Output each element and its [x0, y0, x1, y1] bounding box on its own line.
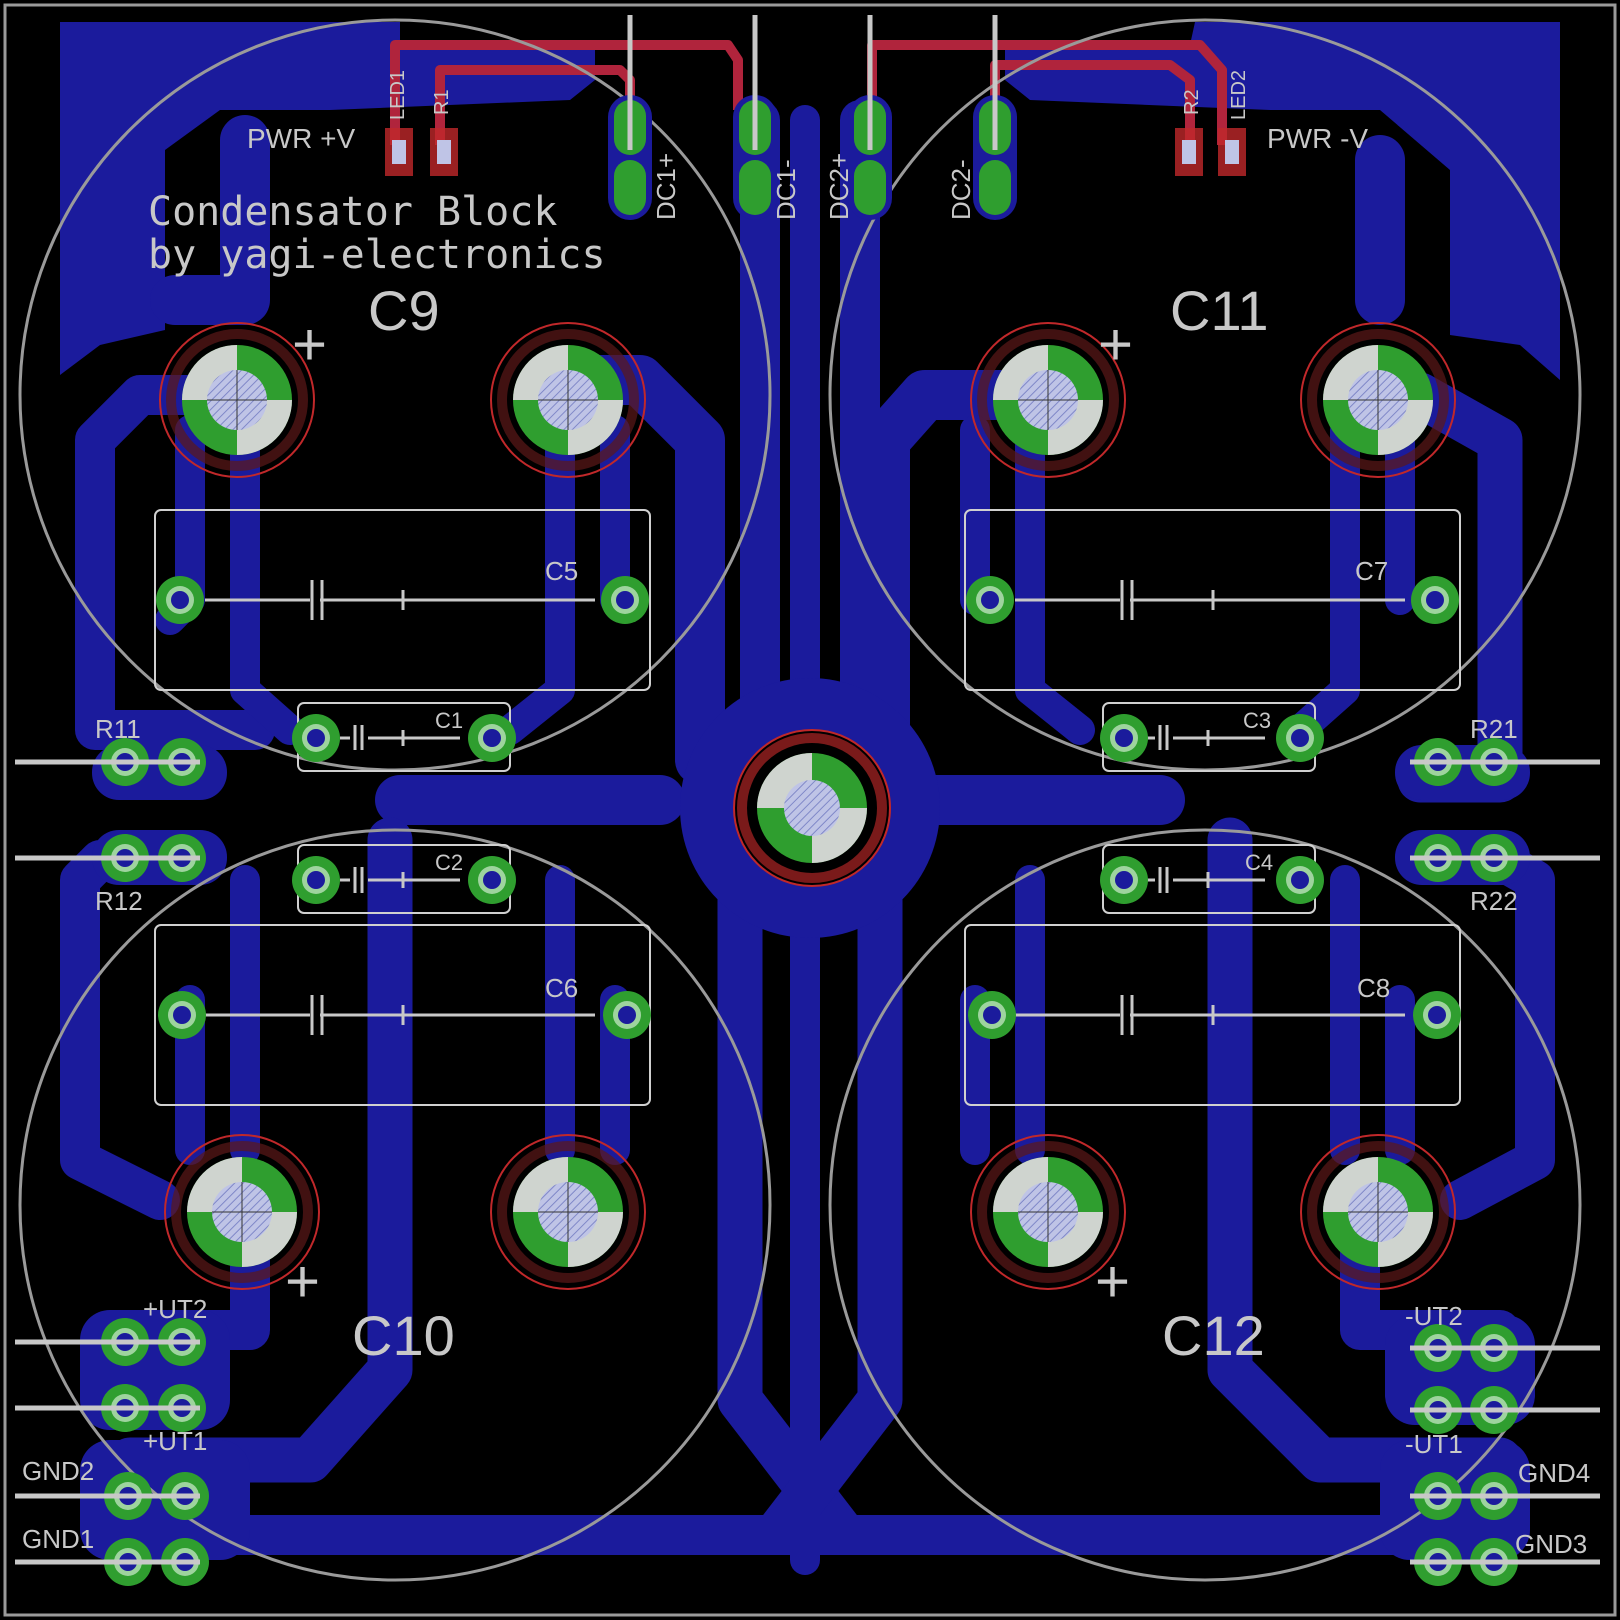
- center-mounting-hole: [733, 729, 891, 887]
- small-pad: [966, 576, 1014, 624]
- small-pad: [292, 714, 340, 762]
- label-dc1m: DC1-: [771, 159, 801, 220]
- small-pad: [1276, 856, 1324, 904]
- large-cap-pad: [164, 1134, 320, 1290]
- large-cap-pad: [970, 1134, 1126, 1290]
- label-c2: C2: [435, 850, 463, 875]
- small-pad: [468, 714, 516, 762]
- small-pad: [156, 576, 204, 624]
- label-gnd2: GND2: [22, 1456, 94, 1486]
- label-dc1p: DC1+: [651, 153, 681, 220]
- wire-leads: [15, 15, 1600, 1565]
- label-c5: C5: [545, 556, 578, 586]
- large-cap-pads: [159, 322, 1456, 1290]
- silkscreen-labels: Condensator Block by yagi-electronics PW…: [22, 70, 1590, 1559]
- plus-c9: +: [292, 311, 327, 378]
- copper-pour-top-left: [60, 22, 595, 375]
- label-r11: R11: [95, 714, 141, 744]
- plus-c12: +: [1095, 1248, 1130, 1315]
- label-c6: C6: [545, 973, 578, 1003]
- label-c7: C7: [1355, 556, 1388, 586]
- label-c9: C9: [368, 279, 440, 342]
- label-pwr-neg: PWR -V: [1267, 123, 1368, 154]
- small-pad: [1413, 991, 1461, 1039]
- plus-c10: +: [285, 1248, 320, 1315]
- dc-pad: [608, 95, 652, 220]
- small-pad: [1100, 714, 1148, 762]
- label-led2: LED2: [1228, 70, 1250, 120]
- small-pad: [1100, 856, 1148, 904]
- cap-symbols: [205, 580, 1405, 1035]
- label-dc2p: DC2+: [824, 153, 854, 220]
- label-c10: C10: [352, 1304, 455, 1367]
- large-cap-pad: [490, 322, 646, 478]
- label-led1: LED1: [387, 70, 409, 120]
- large-cap-pad: [490, 1134, 646, 1290]
- label-ut2p: +UT2: [143, 1294, 207, 1324]
- small-pad: [1411, 576, 1459, 624]
- label-r2: R2: [1181, 89, 1203, 115]
- large-cap-pad: [1300, 1134, 1456, 1290]
- dc-pad: [848, 95, 892, 220]
- copper-pour-top-right: [1005, 22, 1560, 380]
- small-pad: [968, 991, 1016, 1039]
- small-pad: [292, 856, 340, 904]
- small-pad: [158, 991, 206, 1039]
- label-r12: R12: [95, 886, 143, 916]
- small-pad: [603, 991, 651, 1039]
- label-c4: C4: [1245, 850, 1273, 875]
- label-c8: C8: [1357, 973, 1390, 1003]
- dc-pad: [973, 95, 1017, 220]
- label-gnd3: GND3: [1515, 1529, 1587, 1559]
- label-r22: R22: [1470, 886, 1518, 916]
- title-line-2: by yagi-electronics: [148, 232, 606, 278]
- smd-pads: [385, 128, 1246, 176]
- label-gnd4: GND4: [1518, 1458, 1590, 1488]
- large-cap-pad: [970, 322, 1126, 478]
- label-c3: C3: [1243, 708, 1271, 733]
- label-c11: C11: [1170, 279, 1269, 342]
- label-r1: R1: [431, 89, 453, 115]
- title-line-1: Condensator Block: [148, 189, 557, 235]
- large-cap-pad: [1300, 322, 1456, 478]
- label-ut2m: -UT2: [1405, 1301, 1463, 1331]
- dc-pad: [733, 95, 777, 220]
- label-c1: C1: [435, 708, 463, 733]
- label-ut1p: +UT1: [143, 1426, 207, 1456]
- board-outline: [3, 3, 1617, 1617]
- label-dc2m: DC2-: [946, 159, 976, 220]
- label-ut1m: -UT1: [1405, 1429, 1463, 1459]
- small-pad: [1276, 714, 1324, 762]
- label-gnd1: GND1: [22, 1524, 94, 1554]
- plus-c11: +: [1098, 311, 1133, 378]
- label-r21: R21: [1470, 714, 1518, 744]
- label-c12: C12: [1162, 1304, 1265, 1367]
- dc-connector-pads: [608, 95, 1017, 220]
- large-cap-pad: [159, 322, 315, 478]
- label-pwr-pos: PWR +V: [247, 123, 355, 154]
- small-pad: [601, 576, 649, 624]
- small-pad: [468, 856, 516, 904]
